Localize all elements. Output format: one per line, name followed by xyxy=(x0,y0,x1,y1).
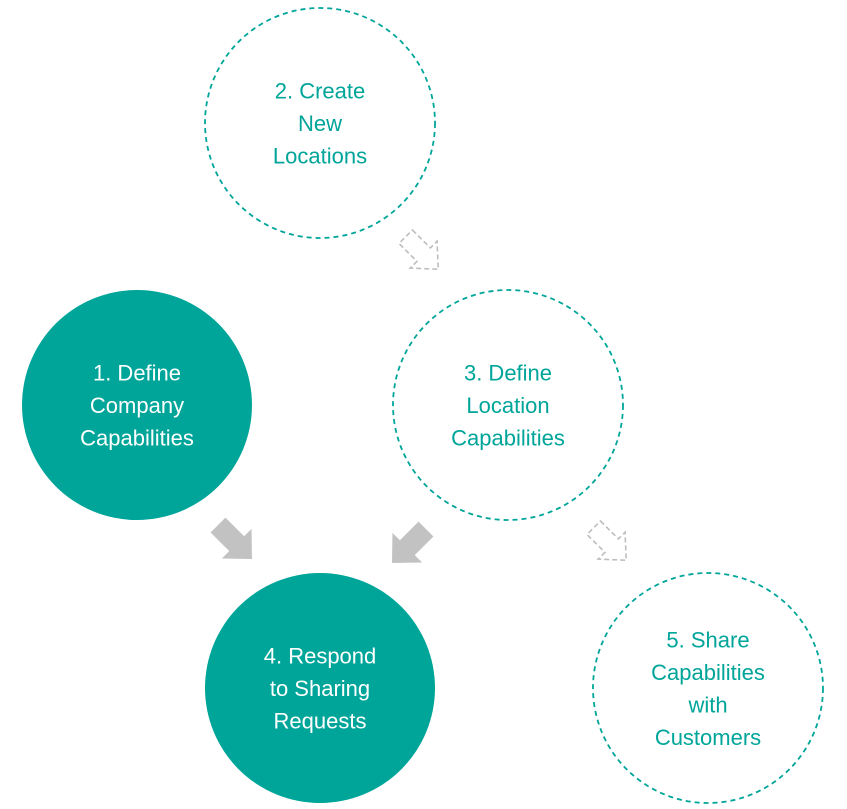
step-5-label-line: with xyxy=(687,692,727,717)
step-5-circle xyxy=(592,572,824,804)
arrow-step-2-to-step-3 xyxy=(397,228,440,271)
arrow-step-1-to-step-4 xyxy=(210,517,252,559)
step-5-label-line: Capabilities xyxy=(651,660,765,685)
step-1-circle xyxy=(22,290,252,520)
step-5-label-line: 5. Share xyxy=(666,627,749,652)
step-1-label-line: Company xyxy=(90,393,184,418)
step-2-label-line: New xyxy=(298,111,342,136)
step-3-label-line: Capabilities xyxy=(451,426,565,451)
step-4-label-line: 4. Respond xyxy=(264,644,377,669)
step-3-label-line: 3. Define xyxy=(464,361,552,386)
step-1-label-line: Capabilities xyxy=(80,426,194,451)
arrow-step-3-to-step-5 xyxy=(585,519,628,562)
step-2-label-line: Locations xyxy=(273,144,367,169)
step-4-circle xyxy=(205,573,435,803)
arrow-step-3-to-step-4 xyxy=(392,521,434,563)
step-5-label-line: Customers xyxy=(655,725,761,750)
step-3-label-line: Location xyxy=(466,393,549,418)
step-4-label-line: to Sharing xyxy=(270,676,370,701)
step-2-circle xyxy=(204,7,436,239)
step-4-label-line: Requests xyxy=(274,709,367,734)
step-1-label-line: 1. Define xyxy=(93,361,181,386)
step-2-label-line: 2. Create xyxy=(275,79,366,104)
arrows-layer xyxy=(210,228,628,563)
step-3-circle xyxy=(392,289,624,521)
